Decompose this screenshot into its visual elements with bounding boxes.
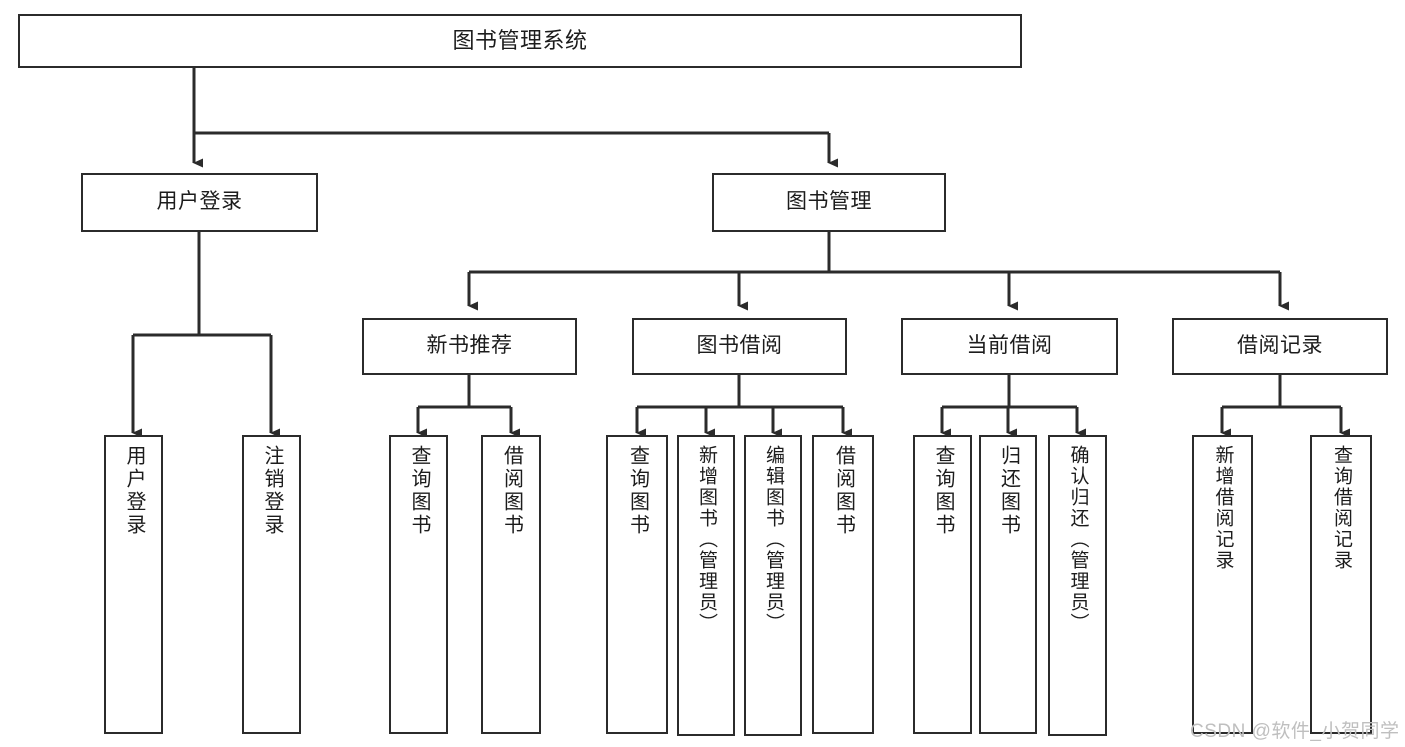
node-current-borrow[interactable]: 当前借阅 bbox=[901, 318, 1118, 375]
leaf-recommend-query-book[interactable]: 查询图书 bbox=[389, 435, 448, 734]
node-label: 查询借阅记录 bbox=[1330, 445, 1352, 571]
node-label: 新增图书（管理员） bbox=[695, 445, 717, 634]
node-label: 新增借阅记录 bbox=[1212, 445, 1234, 571]
node-label: 用户登录 bbox=[123, 445, 145, 537]
node-label: 图书借阅 bbox=[696, 334, 783, 358]
node-book-borrow[interactable]: 图书借阅 bbox=[632, 318, 847, 375]
node-user-login[interactable]: 用户登录 bbox=[81, 173, 318, 232]
node-root-system[interactable]: 图书管理系统 bbox=[18, 14, 1022, 68]
node-label: 当前借阅 bbox=[966, 334, 1053, 358]
node-label: 编辑图书（管理员） bbox=[762, 445, 784, 634]
node-label: 借阅记录 bbox=[1237, 334, 1323, 358]
leaf-borrow-query-book[interactable]: 查询图书 bbox=[606, 435, 668, 734]
leaf-current-query-book[interactable]: 查询图书 bbox=[913, 435, 972, 734]
node-label: 查询图书 bbox=[408, 445, 430, 537]
node-label: 借阅图书 bbox=[500, 445, 523, 537]
node-label: 新书推荐 bbox=[426, 334, 513, 358]
node-borrow-record[interactable]: 借阅记录 bbox=[1172, 318, 1388, 375]
leaf-record-query-borrow-record[interactable]: 查询借阅记录 bbox=[1310, 435, 1372, 734]
leaf-borrow-add-book-admin[interactable]: 新增图书（管理员） bbox=[677, 435, 735, 736]
leaf-user-logout[interactable]: 注销登录 bbox=[242, 435, 301, 734]
node-label: 借阅图书 bbox=[832, 445, 855, 537]
node-new-book-recommend[interactable]: 新书推荐 bbox=[362, 318, 577, 375]
leaf-recommend-borrow-book[interactable]: 借阅图书 bbox=[481, 435, 541, 734]
node-label: 确认归还（管理员） bbox=[1067, 445, 1089, 634]
leaf-borrow-borrow-book[interactable]: 借阅图书 bbox=[812, 435, 874, 734]
node-label: 查询图书 bbox=[626, 445, 649, 537]
leaf-user-login[interactable]: 用户登录 bbox=[104, 435, 163, 734]
watermark: CSDN @软件_小贺同学 bbox=[1190, 721, 1400, 742]
node-label: 归还图书 bbox=[997, 445, 1020, 537]
node-book-management[interactable]: 图书管理 bbox=[712, 173, 946, 232]
node-label: 图书管理系统 bbox=[452, 28, 588, 54]
leaf-record-add-borrow-record[interactable]: 新增借阅记录 bbox=[1192, 435, 1253, 734]
node-label: 查询图书 bbox=[932, 445, 954, 537]
node-label: 图书管理 bbox=[786, 190, 872, 214]
leaf-borrow-edit-book-admin[interactable]: 编辑图书（管理员） bbox=[744, 435, 802, 736]
leaf-current-return-book[interactable]: 归还图书 bbox=[979, 435, 1037, 734]
node-label: 注销登录 bbox=[261, 445, 283, 537]
leaf-current-confirm-return-admin[interactable]: 确认归还（管理员） bbox=[1048, 435, 1107, 736]
node-label: 用户登录 bbox=[156, 190, 243, 214]
